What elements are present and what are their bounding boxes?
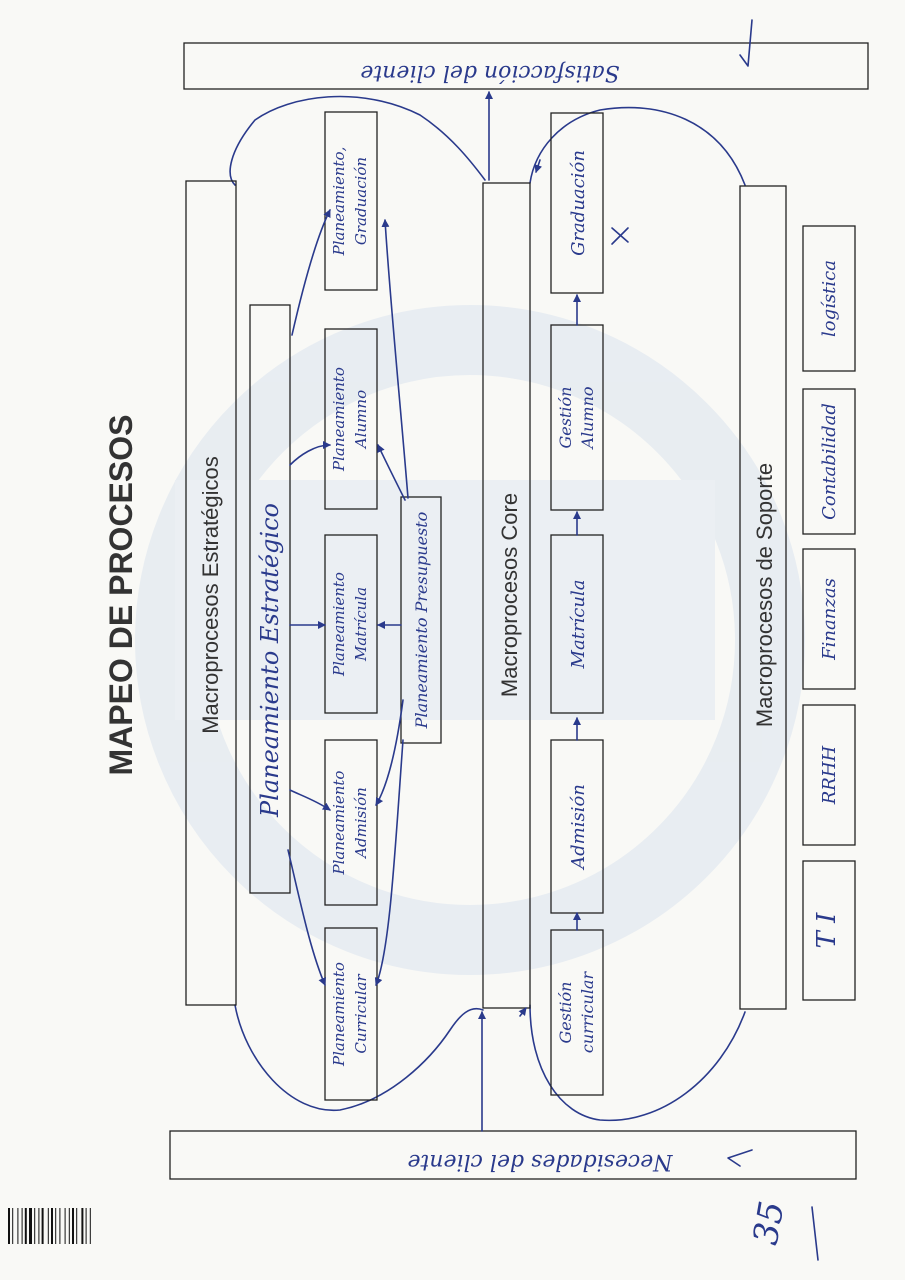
plan-label-line2: Curricular <box>352 974 370 1054</box>
plan-label-line2: Admisión <box>352 787 370 860</box>
outline-arrowhead <box>534 159 543 173</box>
support-item-box: Finanzas <box>802 548 856 690</box>
core-step-label: Graduación <box>568 150 589 256</box>
support-item-label: logística <box>819 260 840 337</box>
client-satisfaction-label: Satisfacción del cliente <box>360 60 619 85</box>
plan-label-line1: Planeamiento, <box>330 147 348 257</box>
strategic-arrows <box>287 209 409 986</box>
strategic-plan-label: Planeamiento Estratégico <box>256 503 284 818</box>
support-item-label: RRHH <box>819 745 840 805</box>
budget-plan-label: Planeamiento Presupuesto <box>412 512 431 730</box>
client-satisfaction-box <box>183 42 869 90</box>
plan-label-line2: Graduación <box>352 157 370 245</box>
plan-label-line1: Planeamiento <box>330 771 348 876</box>
plan-label-line2: Matrícula <box>352 587 370 662</box>
check-mark <box>727 1149 753 1167</box>
plan-label-line1: Planeamiento <box>330 367 348 472</box>
margin-note-slash <box>811 1206 819 1261</box>
plan-label-line1: Planeamiento <box>330 962 348 1067</box>
support-item-label: Contabilidad <box>819 403 840 520</box>
strategic-header: Macroprocesos Estratégicos <box>198 456 223 734</box>
core-step-line1: Gestión <box>556 387 575 449</box>
check-mark <box>739 19 753 67</box>
support-item-box: Contabilidad <box>802 388 856 535</box>
core-step-line2: curricular <box>578 971 597 1054</box>
plan-box: Planeamiento,Graduación <box>324 111 378 291</box>
support-item-box: T I <box>802 860 856 1001</box>
x-mark <box>611 227 629 245</box>
core-step-label: Admisión <box>568 784 589 871</box>
client-needs-label: Necesidades del cliente <box>407 1149 673 1174</box>
core-step-line1: Gestión <box>556 982 575 1044</box>
core-header: Macroprocesos Core <box>497 493 522 697</box>
core-step-line2: Alumno <box>578 386 597 450</box>
barcode <box>8 1208 91 1244</box>
core-step-label: Matrícula <box>568 580 589 670</box>
support-item-label: T I <box>812 912 842 949</box>
core-step-box: Graduación <box>550 112 604 294</box>
watermark-logo <box>135 305 805 975</box>
core-frame <box>482 182 531 1009</box>
plan-label-line1: Planeamiento <box>330 572 348 677</box>
client-needs-box <box>169 1130 857 1180</box>
outline-arrowhead <box>518 1007 527 1017</box>
page-title: MAPEO DE PROCESOS <box>103 415 139 776</box>
core-outline <box>529 106 746 1122</box>
budget-plan-box <box>400 496 442 744</box>
support-item-box: logística <box>802 225 856 372</box>
support-frame <box>739 185 787 1010</box>
strategic-plan-box <box>249 304 291 894</box>
strategic-outline <box>229 95 486 1111</box>
support-header: Macroprocesos de Soporte <box>752 463 777 727</box>
support-item-label: Finanzas <box>819 578 840 661</box>
margin-note: 35 <box>746 1198 793 1248</box>
plan-label-line2: Alumno <box>352 390 370 450</box>
support-item-box: RRHH <box>802 704 856 846</box>
strategic-frame <box>185 180 237 1006</box>
